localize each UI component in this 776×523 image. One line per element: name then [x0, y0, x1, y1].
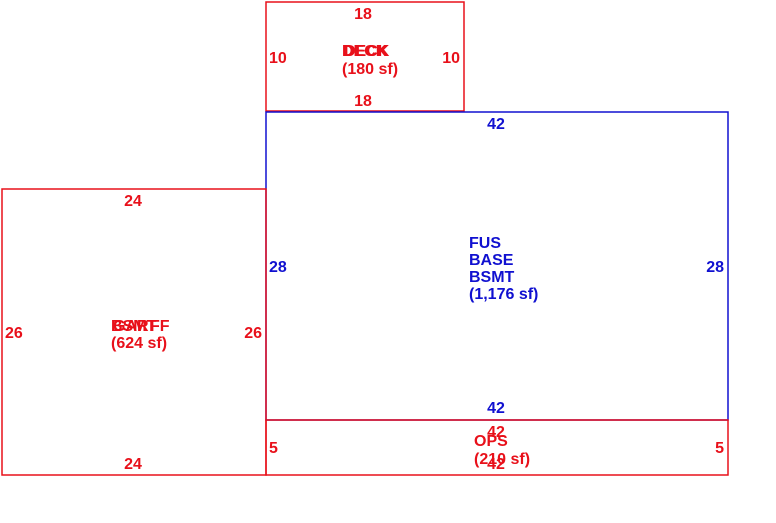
- ops-top-dimension: 42: [487, 424, 505, 441]
- fus-name-line1: FUS: [469, 235, 501, 252]
- garage-right-dimension: 26: [244, 325, 262, 342]
- fus-name-line2: BASE: [469, 252, 514, 269]
- deck-left-dimension: 10: [269, 50, 287, 67]
- deck-right-dimension: 10: [442, 50, 460, 67]
- ops-right-dimension: 5: [715, 440, 724, 457]
- ops-left-dimension: 5: [269, 440, 278, 457]
- garage-name-c: FF: [150, 318, 170, 335]
- garage-area: (624 sf): [111, 335, 167, 352]
- ops-area: (210 sf): [474, 451, 530, 468]
- deck-top-dimension: 18: [354, 6, 372, 23]
- garage-outline: [1, 188, 267, 476]
- deck-area: (180 sf): [342, 61, 398, 78]
- garage-bottom-dimension: 24: [124, 456, 142, 473]
- garage-top-dimension: 24: [124, 193, 142, 210]
- garage-name-a: BSMT: [111, 318, 157, 335]
- fus-top-dimension: 42: [487, 116, 505, 133]
- deck-outline: [265, 1, 465, 112]
- ops-name: OPS: [474, 433, 508, 450]
- ops-outline: [265, 419, 729, 476]
- garage-left-dimension: 26: [5, 325, 23, 342]
- deck-name-b: DECK: [344, 43, 390, 60]
- fus-name-line3: BSMT: [469, 269, 515, 286]
- ops-bottom-dimension: 42: [487, 456, 505, 473]
- fus-area: (1,176 sf): [469, 286, 538, 303]
- fus-left-dimension: 28: [269, 259, 287, 276]
- deck-bottom-dimension: 18: [354, 93, 372, 110]
- fus-bottom-dimension: 42: [487, 400, 505, 417]
- fus-right-dimension: 28: [706, 259, 724, 276]
- deck-name-a: DECK: [342, 43, 388, 60]
- garage-name-b: GAR: [113, 318, 149, 335]
